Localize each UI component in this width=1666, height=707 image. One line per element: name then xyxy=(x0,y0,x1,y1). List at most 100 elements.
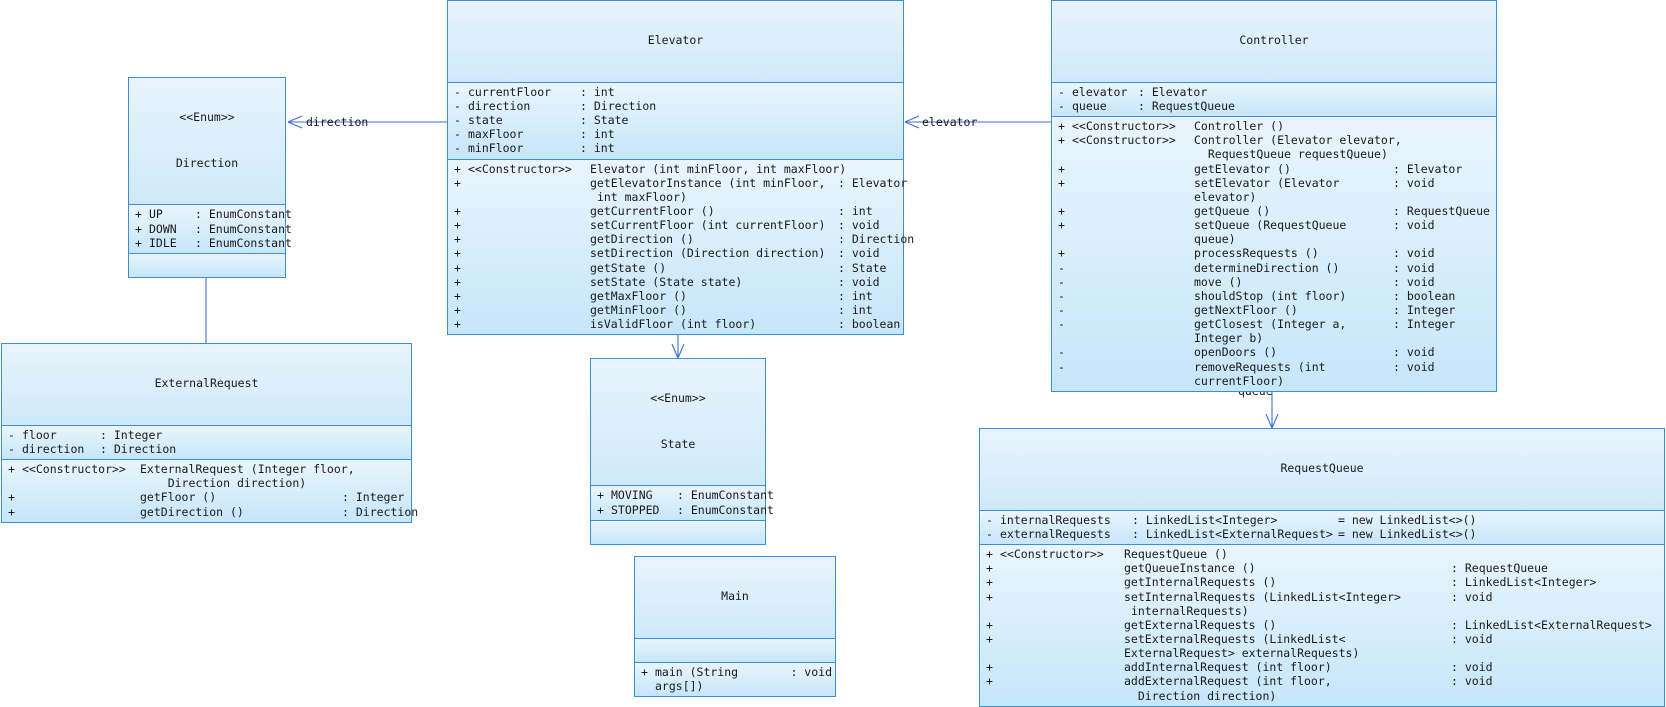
type-text: EnumConstant xyxy=(208,235,292,250)
visibility: + xyxy=(986,547,993,562)
method-row: + getQueue () RequestQueue xyxy=(1052,204,1496,218)
method-row: + main (String args[]) void xyxy=(635,665,835,693)
visibility: + xyxy=(454,288,461,303)
method-return-type: LinkedList<Integer> xyxy=(1445,575,1661,589)
class-box-direction[interactable]: <<Enum>> Direction + UP : EnumConstant +… xyxy=(128,77,292,278)
attribute-row: - elevator : Elevator xyxy=(1052,85,1496,99)
visibility: + xyxy=(454,317,461,332)
method-return-type: int xyxy=(832,289,900,303)
visibility: + xyxy=(454,161,461,176)
method-return-type: void xyxy=(1445,660,1661,674)
method-signature: determineDirection () xyxy=(1194,260,1340,275)
method-row: + getDirection () Direction xyxy=(2,504,418,519)
method-row: + getState () State xyxy=(448,261,903,275)
attribute-row: - floor : Integer xyxy=(2,428,411,442)
visibility: - xyxy=(1058,260,1065,275)
class-box-request-queue[interactable]: RequestQueue - internalRequests : Linked… xyxy=(979,428,1665,707)
type-text: Direction xyxy=(113,442,177,456)
method-stereotype: <<Constructor>> xyxy=(1072,133,1176,148)
method-signature: isValidFloor (int floor) xyxy=(590,317,757,332)
method-return-type: boolean xyxy=(1387,289,1493,303)
method-signature: getDirection () xyxy=(590,232,694,247)
method-signature: getQueue () xyxy=(1194,203,1271,218)
method-row: + getQueueInstance () RequestQueue xyxy=(980,561,1664,575)
method-return-type: void xyxy=(832,218,900,232)
visibility: - xyxy=(986,527,993,541)
class-name: Controller xyxy=(1239,33,1309,48)
visibility: + xyxy=(1058,119,1065,134)
attribute-name: direction xyxy=(22,442,85,456)
type-text: int xyxy=(593,141,615,156)
type-text: EnumConstant xyxy=(690,502,774,517)
attribute-name: DOWN xyxy=(149,221,177,236)
method-row: + addExternalRequest (int floor, Directi… xyxy=(980,674,1664,702)
attribute-name: state xyxy=(468,113,503,128)
visibility: + xyxy=(597,488,604,503)
attribute-name: MOVING xyxy=(611,488,653,503)
visibility: - xyxy=(454,84,461,99)
method-row: + getElevator () Elevator xyxy=(1052,162,1496,176)
class-box-elevator[interactable]: Elevator - currentFloor : int - directio… xyxy=(447,0,914,336)
method-row: + setExternalRequests (LinkedList< Exter… xyxy=(980,632,1664,660)
attribute-row: - queue : RequestQueue xyxy=(1052,99,1496,113)
attribute-type: : Elevator xyxy=(1138,84,1208,99)
method-return-type: RequestQueue xyxy=(1445,561,1661,575)
method-row: - removeRequests (int currentFloor) void xyxy=(1052,360,1496,388)
attributes-section-request-queue: - internalRequests : LinkedList<Integer>… xyxy=(980,510,1664,546)
class-box-controller[interactable]: Controller - elevator : Elevator - queue… xyxy=(1051,0,1497,392)
visibility: + xyxy=(8,504,15,519)
type-text: EnumConstant xyxy=(208,221,292,236)
visibility: + xyxy=(986,617,993,632)
attribute-name: queue xyxy=(1072,99,1107,113)
method-return-type: boolean xyxy=(832,317,900,331)
method-row: + getMinFloor () int xyxy=(448,303,903,317)
visibility: - xyxy=(1058,84,1065,99)
attribute-row: + UP : EnumConstant xyxy=(129,207,292,222)
attribute-name: UP xyxy=(149,207,163,222)
method-signature: getState () xyxy=(590,260,667,275)
method-row: + <<Constructor>> Controller (Elevator e… xyxy=(1052,133,1496,161)
attribute-name: currentFloor xyxy=(468,84,552,99)
visibility: - xyxy=(1058,288,1065,303)
method-row: - openDoors () void xyxy=(1052,345,1496,359)
class-box-external-request[interactable]: ExternalRequest - floor : Integer - dire… xyxy=(1,343,418,523)
edge-label-direction-elevator: direction xyxy=(306,115,369,129)
visibility: + xyxy=(454,302,461,317)
attribute-row: + STOPPED : EnumConstant xyxy=(591,503,774,517)
visibility: + xyxy=(454,175,461,190)
method-return-type: Direction xyxy=(336,505,418,519)
attribute-name: floor xyxy=(22,427,57,442)
attribute-default: = new LinkedList<>() xyxy=(1338,512,1477,527)
method-stereotype: <<Constructor>> xyxy=(1072,119,1176,134)
attribute-row: - currentFloor : int xyxy=(448,85,903,99)
method-signature: getQueueInstance () xyxy=(1124,561,1256,576)
class-name: Direction xyxy=(175,155,239,170)
visibility: - xyxy=(986,512,993,527)
method-row: + getExternalRequests () LinkedList<Exte… xyxy=(980,618,1664,632)
method-signature: addInternalRequest (int floor) xyxy=(1124,660,1332,675)
type-text: EnumConstant xyxy=(690,488,774,503)
methods-section-direction xyxy=(129,253,285,277)
attribute-row: - externalRequests : LinkedList<External… xyxy=(980,527,1664,541)
method-row: + getInternalRequests () LinkedList<Inte… xyxy=(980,575,1664,589)
visibility: + xyxy=(454,274,461,289)
method-row: + getElevatorInstance (int minFloor, int… xyxy=(448,175,907,204)
method-return-type: int xyxy=(832,303,900,317)
class-box-state[interactable]: <<Enum>> State + MOVING : EnumConstant +… xyxy=(590,358,774,545)
class-header-external-request: ExternalRequest xyxy=(2,344,411,426)
attribute-type: : EnumConstant xyxy=(677,488,774,503)
method-return-type: void xyxy=(1387,345,1493,359)
method-signature: getMaxFloor () xyxy=(590,288,687,303)
class-header-direction: <<Enum>> Direction xyxy=(129,78,285,206)
visibility: + xyxy=(135,235,142,250)
class-box-main[interactable]: Main + main (String args[]) void xyxy=(634,556,836,698)
method-return-type: void xyxy=(1387,246,1493,260)
method-signature: getMinFloor () xyxy=(590,302,687,317)
visibility: + xyxy=(641,664,648,679)
method-return-type: LinkedList<ExternalRequest> xyxy=(1445,618,1661,632)
visibility: - xyxy=(8,427,15,442)
visibility: - xyxy=(8,442,15,456)
method-signature: processRequests () xyxy=(1194,246,1319,261)
method-return-type: Direction xyxy=(832,232,914,246)
attribute-name: maxFloor xyxy=(468,127,524,142)
